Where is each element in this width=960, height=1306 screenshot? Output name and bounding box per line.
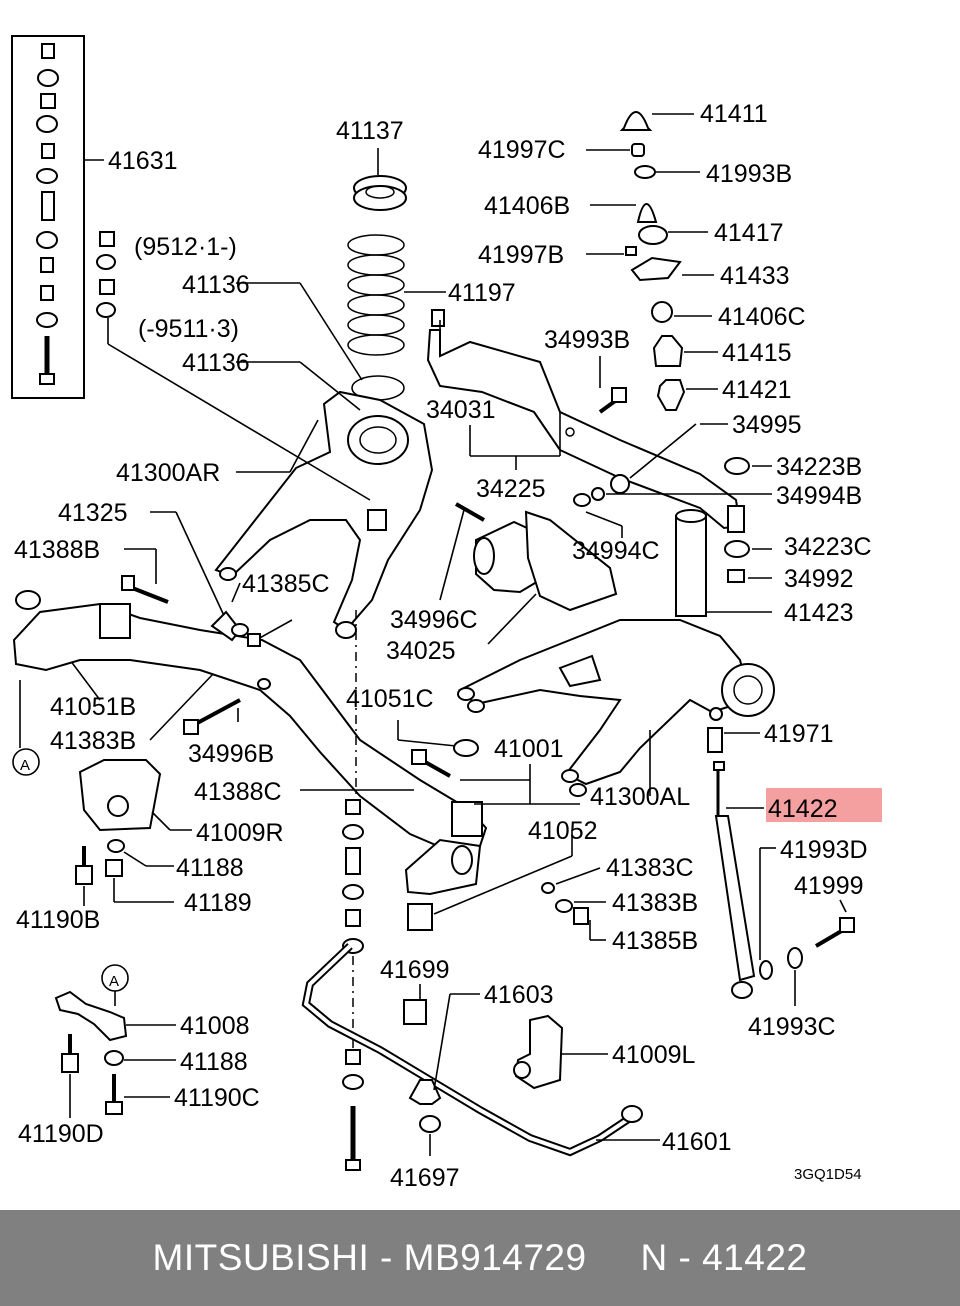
label-41423: 41423 bbox=[784, 599, 854, 627]
bump-stop-41423-drawing bbox=[675, 509, 772, 617]
bolt-34993B-drawing bbox=[598, 356, 627, 414]
label-41383B-left: 41383B bbox=[50, 727, 136, 755]
label-41188-lower: 41188 bbox=[180, 1048, 248, 1076]
right-bushings-drawing bbox=[573, 457, 772, 583]
label-34225: 34225 bbox=[476, 475, 546, 503]
label-41388C: 41388C bbox=[194, 778, 282, 806]
lower-bushings-right-drawing bbox=[407, 830, 606, 941]
trailing-arm-41300AR-drawing bbox=[214, 390, 434, 639]
label-41009R: 41009R bbox=[196, 819, 284, 847]
label-date-to: (-9511·3) bbox=[138, 315, 239, 343]
label-41997B: 41997B bbox=[478, 241, 564, 269]
label-41051C: 41051C bbox=[346, 685, 434, 713]
left-hardware-drawing bbox=[75, 839, 174, 906]
label-41417: 41417 bbox=[714, 219, 784, 247]
label-41383C: 41383C bbox=[606, 854, 694, 882]
reference-a-lower: A bbox=[109, 973, 119, 990]
highlight-box-41422 bbox=[766, 788, 882, 822]
kit-41631-drawing bbox=[11, 35, 104, 399]
shock-absorber-41422-drawing bbox=[713, 761, 764, 999]
label-41137: 41137 bbox=[336, 117, 404, 145]
label-41190B: 41190B bbox=[16, 906, 100, 934]
label-41385B: 41385B bbox=[612, 927, 698, 955]
label-41188-upper: 41188 bbox=[176, 854, 244, 882]
reference-circles bbox=[12, 748, 129, 1006]
label-41325: 41325 bbox=[58, 499, 128, 527]
label-34995: 34995 bbox=[732, 411, 802, 439]
label-41601: 41601 bbox=[662, 1128, 732, 1156]
label-41190C: 41190C bbox=[174, 1084, 260, 1112]
label-41631: 41631 bbox=[108, 147, 178, 175]
label-34223C: 34223C bbox=[784, 533, 872, 561]
bracket-41009L-drawing bbox=[513, 1014, 608, 1090]
label-41001: 41001 bbox=[494, 735, 564, 763]
label-41415: 41415 bbox=[722, 339, 792, 367]
label-41993D: 41993D bbox=[780, 836, 868, 864]
label-41385C: 41385C bbox=[242, 570, 330, 598]
label-41051B: 41051B bbox=[50, 693, 136, 721]
spring-seat-41137-drawing bbox=[353, 148, 407, 211]
label-34996C: 34996C bbox=[390, 606, 478, 634]
label-34031: 34031 bbox=[426, 396, 496, 424]
label-34223B: 34223B bbox=[776, 453, 862, 481]
label-41993C: 41993C bbox=[748, 1013, 836, 1041]
label-date-from: (9512·1-) bbox=[134, 233, 237, 261]
label-34996B: 34996B bbox=[188, 740, 274, 768]
label-41406B: 41406B bbox=[484, 192, 570, 220]
label-41697: 41697 bbox=[390, 1164, 460, 1192]
label-34993B: 34993B bbox=[544, 326, 630, 354]
bolt-41388C-drawing bbox=[300, 749, 451, 791]
label-41997C: 41997C bbox=[478, 136, 566, 164]
washers-41993-drawing bbox=[759, 847, 855, 1006]
label-41383B-right: 41383B bbox=[612, 889, 698, 917]
label-41993B: 41993B bbox=[706, 160, 792, 188]
label-41189: 41189 bbox=[184, 889, 252, 917]
label-41300AL: 41300AL bbox=[590, 783, 690, 811]
label-41433: 41433 bbox=[720, 262, 790, 290]
strut-mount-parts-drawing bbox=[586, 111, 718, 411]
coil-spring-41197-drawing bbox=[347, 234, 446, 401]
label-34994C: 34994C bbox=[572, 537, 660, 565]
label-41422-highlighted: 41422 bbox=[768, 795, 838, 823]
label-41008: 41008 bbox=[180, 1012, 250, 1040]
label-41197: 41197 bbox=[448, 279, 516, 307]
part-number-footer: MITSUBISHI - MB914729 N - 41422 bbox=[0, 1210, 960, 1306]
footer-part-info: MITSUBISHI - MB914729 N - 41422 bbox=[152, 1237, 808, 1278]
label-41999: 41999 bbox=[794, 872, 864, 900]
label-41009L: 41009L bbox=[612, 1041, 696, 1069]
stabilizer-link-stack-drawing bbox=[342, 610, 364, 1171]
label-41971: 41971 bbox=[764, 720, 834, 748]
part-labels: 41631 41137 41411 41997C 41993B 41406B 4… bbox=[14, 100, 882, 1192]
drawing-code: 3GQ1D54 bbox=[794, 1166, 862, 1183]
label-41699: 41699 bbox=[380, 956, 450, 984]
label-41136-lower: 41136 bbox=[182, 349, 250, 377]
label-41411: 41411 bbox=[700, 100, 768, 128]
label-41300AR: 41300AR bbox=[116, 459, 220, 487]
label-41603: 41603 bbox=[484, 981, 554, 1009]
trailing-arm-41300AL-drawing bbox=[457, 619, 775, 797]
label-41388B: 41388B bbox=[14, 536, 100, 564]
bracket-41009R-drawing bbox=[78, 759, 192, 832]
label-41421: 41421 bbox=[722, 376, 792, 404]
label-41406C: 41406C bbox=[718, 303, 806, 331]
label-41190D: 41190D bbox=[18, 1120, 104, 1148]
crossmember-34225-drawing bbox=[426, 309, 745, 533]
label-41052: 41052 bbox=[528, 817, 598, 845]
label-34025: 34025 bbox=[386, 637, 456, 665]
label-41136-upper: 41136 bbox=[182, 271, 250, 299]
label-34992: 34992 bbox=[784, 565, 854, 593]
left-bushings-drawing bbox=[96, 231, 116, 318]
bushing-41971-drawing bbox=[707, 727, 760, 753]
bracket-41008-drawing bbox=[54, 990, 176, 1118]
label-34994B: 34994B bbox=[776, 482, 862, 510]
diff-mount-34025-drawing bbox=[439, 502, 618, 645]
exploded-parts-diagram: 41631 41137 41411 41997C 41993B 41406B 4… bbox=[11, 35, 882, 1192]
reference-a-upper: A bbox=[20, 757, 30, 774]
clamp-parts-drawing bbox=[403, 984, 480, 1156]
